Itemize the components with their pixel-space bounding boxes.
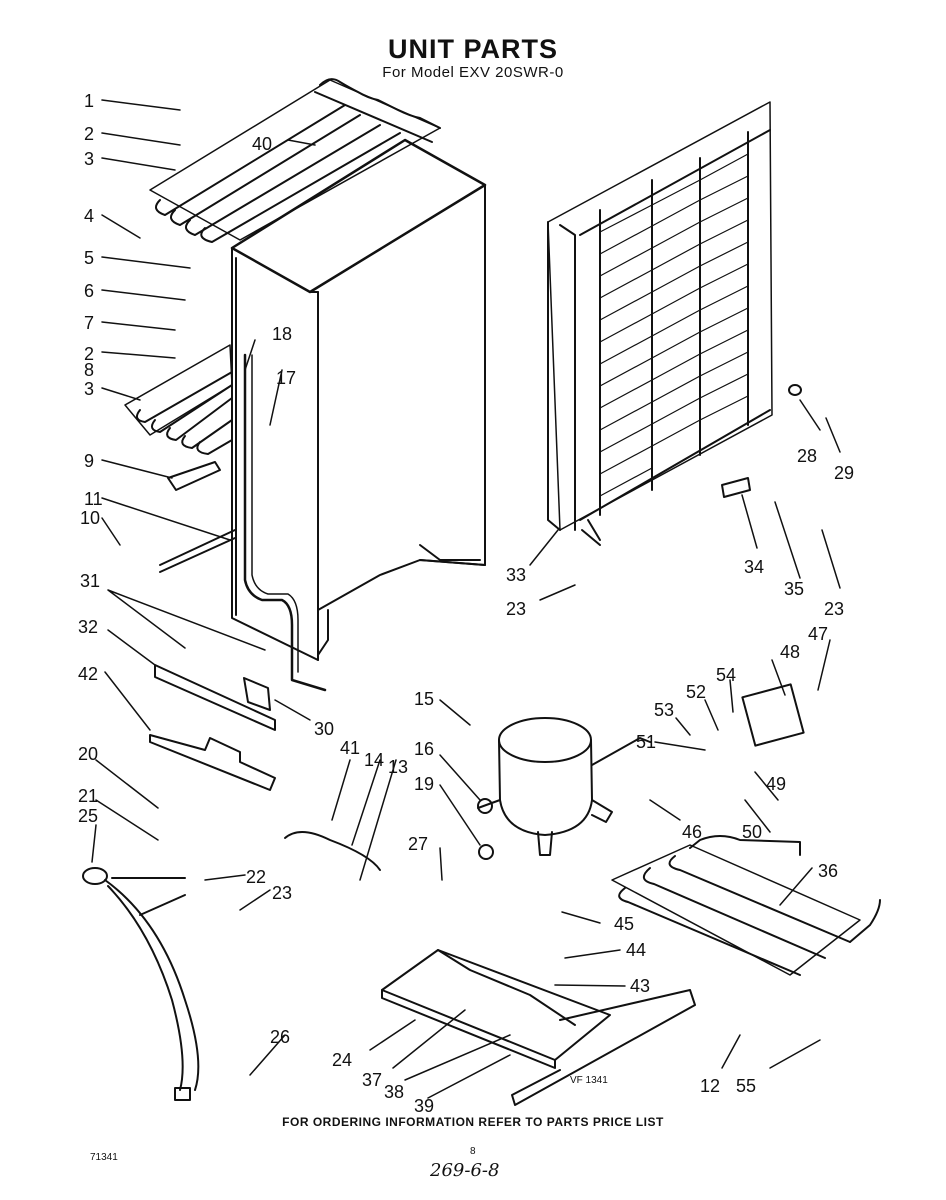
callout-27: 27 <box>408 834 428 854</box>
callout-22: 22 <box>246 867 266 887</box>
leader-lines <box>91 99 841 1099</box>
cabinet-housing <box>230 138 487 692</box>
callout-9: 9 <box>84 451 94 471</box>
callout-2b: 2 <box>84 344 94 364</box>
tube-34 <box>721 477 751 498</box>
callout-18: 18 <box>272 324 292 344</box>
callout-7: 7 <box>84 313 94 333</box>
callout-16: 16 <box>414 739 434 759</box>
grommet-16 <box>477 798 493 814</box>
condenser-fins <box>599 153 749 497</box>
callout-4: 4 <box>84 206 94 226</box>
callout-44: 44 <box>626 940 646 960</box>
tube-11 <box>159 529 236 573</box>
callout-17: 17 <box>276 368 296 388</box>
callout-30: 30 <box>314 719 334 739</box>
corner-code: 71341 <box>90 1152 118 1163</box>
callout-33: 33 <box>506 565 526 585</box>
washer-28 <box>788 384 802 396</box>
callout-6: 6 <box>84 281 94 301</box>
callout-32: 32 <box>78 617 98 637</box>
callout-28: 28 <box>797 446 817 466</box>
callout-15: 15 <box>414 689 434 709</box>
callout-55: 55 <box>736 1076 756 1096</box>
evaporator-coil-left <box>124 344 233 455</box>
callout-54: 54 <box>716 665 736 685</box>
evaporator-coil-right <box>611 835 881 976</box>
callout-36: 36 <box>818 861 838 881</box>
ordering-note: FOR ORDERING INFORMATION REFER TO PARTS … <box>282 1115 664 1129</box>
callout-11: 11 <box>84 489 103 509</box>
callout-10: 10 <box>80 508 100 528</box>
callout-38: 38 <box>384 1082 404 1102</box>
drier-13 <box>284 831 381 871</box>
base-plate <box>381 949 696 1106</box>
callout-29: 29 <box>834 463 854 483</box>
callout-13: 13 <box>388 757 408 777</box>
callout-40: 40 <box>252 134 272 154</box>
callout-49: 49 <box>766 774 786 794</box>
handwritten-note: 269-6-8 <box>430 1160 500 1181</box>
callout-37: 37 <box>362 1070 382 1090</box>
callout-48: 48 <box>780 642 800 662</box>
callout-50: 50 <box>742 822 762 842</box>
callout-3a: 3 <box>84 149 94 169</box>
page-title: UNIT PARTS <box>388 34 558 64</box>
drawing-code: VF 1341 <box>570 1075 608 1086</box>
callout-23c: 23 <box>824 599 844 619</box>
callout-53: 53 <box>654 700 674 720</box>
callout-23b: 23 <box>506 599 526 619</box>
callout-5: 5 <box>84 248 94 268</box>
callout-20: 20 <box>78 744 98 764</box>
bracket-9 <box>167 461 221 491</box>
model-subtitle: For Model EXV 20SWR-0 <box>382 64 564 81</box>
grommet-19 <box>478 844 494 860</box>
callout-25: 25 <box>78 806 98 826</box>
callout-1: 1 <box>84 91 94 111</box>
compressor <box>477 717 651 856</box>
callout-47: 47 <box>808 624 828 644</box>
channel-32 <box>154 664 276 731</box>
callout-41: 41 <box>340 738 360 758</box>
page-number: 8 <box>470 1146 476 1157</box>
condenser-grille <box>547 101 773 546</box>
callout-labels: 1 2 3 40 4 5 6 7 2 8 3 18 17 9 11 10 31 … <box>78 91 854 1116</box>
callout-12: 12 <box>700 1076 720 1096</box>
callout-34: 34 <box>744 557 764 577</box>
condenser-coil-top <box>149 78 441 243</box>
callout-52: 52 <box>686 682 706 702</box>
callout-43: 43 <box>630 976 650 996</box>
callout-46: 46 <box>682 822 702 842</box>
callout-19: 19 <box>414 774 434 794</box>
callout-45: 45 <box>614 914 634 934</box>
bracket-30 <box>243 677 271 711</box>
callout-51: 51 <box>636 732 656 752</box>
callout-21: 21 <box>78 786 98 806</box>
callout-39: 39 <box>414 1096 434 1116</box>
callout-8: 8 <box>84 360 94 380</box>
callout-31: 31 <box>80 571 100 591</box>
wire-harness <box>82 867 200 1101</box>
callout-23a: 23 <box>272 883 292 903</box>
callout-14: 14 <box>364 750 384 770</box>
callout-42: 42 <box>78 664 98 684</box>
callout-24: 24 <box>332 1050 352 1070</box>
callout-35: 35 <box>784 579 804 599</box>
relay-48 <box>741 683 805 747</box>
callout-2a: 2 <box>84 124 94 144</box>
cover-42 <box>149 734 276 791</box>
callout-3b: 3 <box>84 379 94 399</box>
callout-26: 26 <box>270 1027 290 1047</box>
